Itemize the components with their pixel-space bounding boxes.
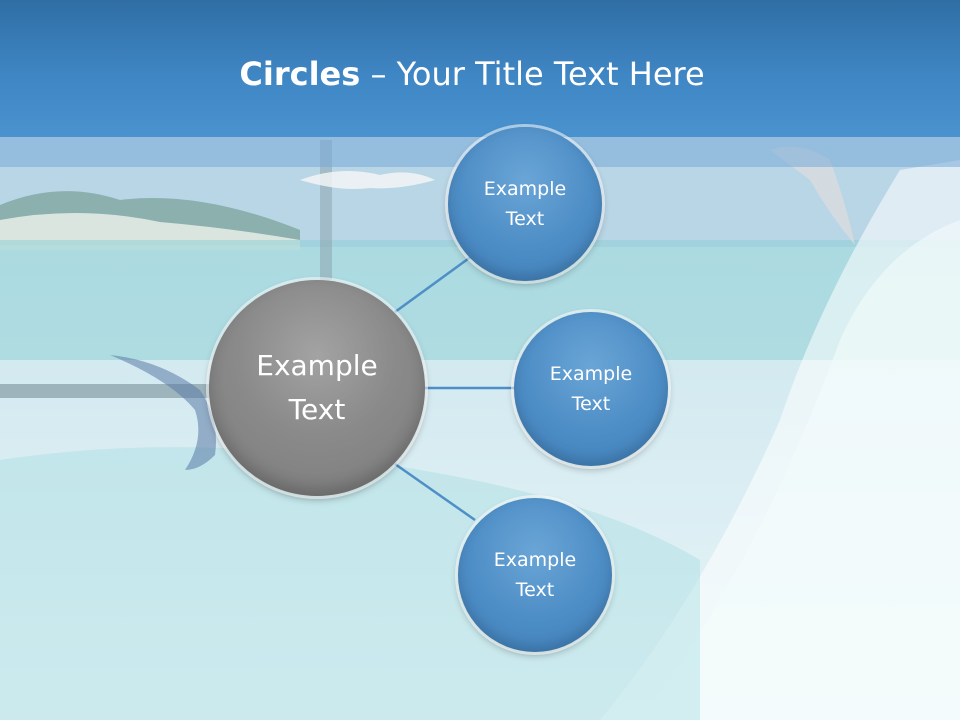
satellite-label-2: Example Text [549,363,633,415]
hub-circle: Example Text [209,280,425,496]
slide-title: Circles – Your Title Text Here [0,52,944,96]
header-bar [0,0,960,137]
hub-label: Example Text [256,349,378,426]
satellite-circle-2: Example Text [514,312,668,466]
satellite-label-3: Example Text [493,549,577,601]
connector-line-3 [394,462,476,522]
satellite-label-1: Example Text [483,178,567,230]
title-rest: – Your Title Text Here [360,55,705,93]
title-bold: Circles [239,55,361,93]
satellite-circle-1: Example Text [448,127,602,281]
connector-line-1 [394,254,473,314]
satellite-circle-3: Example Text [458,498,612,652]
